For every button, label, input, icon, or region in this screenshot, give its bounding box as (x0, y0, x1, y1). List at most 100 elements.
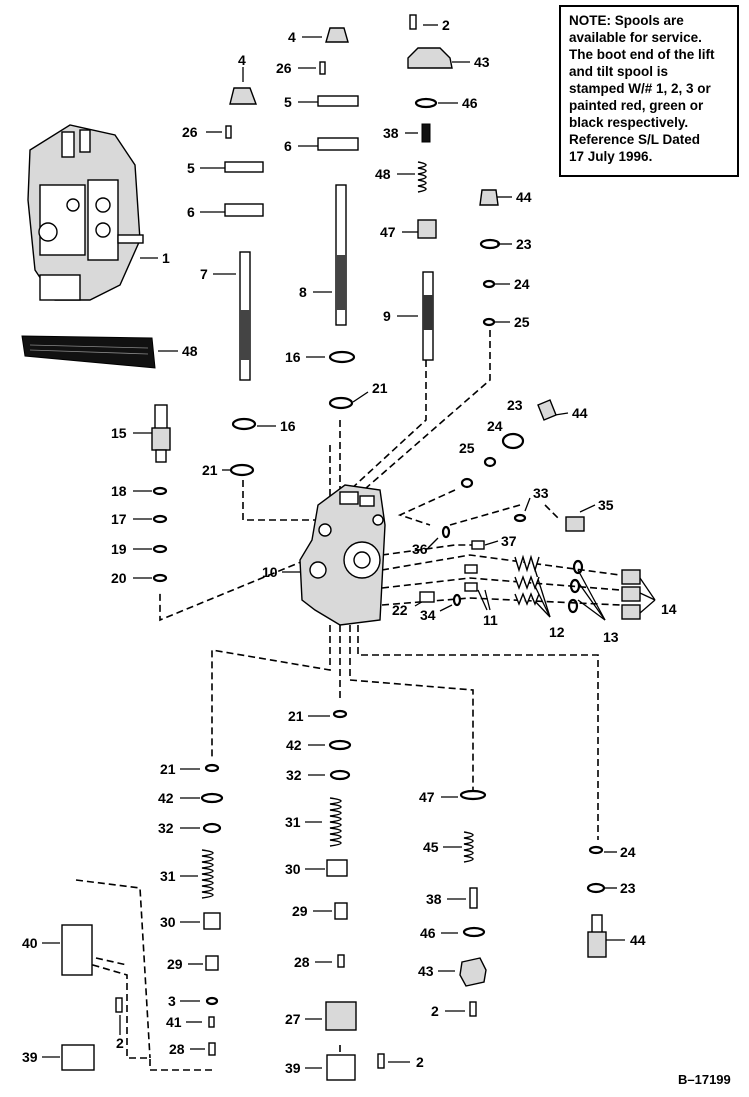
callout-label: 19 (111, 541, 127, 557)
callout-label: 21 (160, 761, 176, 777)
service-note-box: NOTE: Spools are available for service. … (559, 5, 739, 177)
callout-label: 48 (375, 166, 391, 182)
callout-label: 7 (200, 266, 208, 282)
callout-label: 5 (284, 94, 292, 110)
callout-label: 33 (533, 485, 549, 501)
spool-3-stack (407, 14, 453, 361)
callout-label: 31 (285, 814, 301, 830)
callout-label: 25 (459, 440, 475, 456)
callout-label: 28 (294, 954, 310, 970)
note-line: and tilt spool is (569, 64, 669, 79)
callout-label: 29 (292, 903, 308, 919)
callout-label: 26 (182, 124, 198, 140)
note-line: stamped W/# 1, 2, 3 or (569, 81, 711, 96)
callout-label: 6 (284, 138, 292, 154)
callout-label: 38 (383, 125, 399, 141)
note-line: painted red, green or (569, 98, 704, 113)
callout-label: 8 (299, 284, 307, 300)
callout-label: 46 (462, 95, 478, 111)
relief-valve-icon (61, 404, 607, 1081)
callout-label: 31 (160, 868, 176, 884)
spool-icon (239, 184, 347, 381)
callout-label: 10 (262, 564, 278, 580)
callout-label: 6 (187, 204, 195, 220)
note-line: black respectively. (569, 115, 689, 130)
valve-assembly-icon (27, 124, 144, 301)
callout-label: 47 (380, 224, 396, 240)
callout-label: 37 (501, 533, 517, 549)
note-line: NOTE: Spools are (569, 13, 684, 28)
spring-icon (201, 554, 540, 899)
callout-label: 24 (514, 276, 530, 292)
callout-label: 15 (111, 425, 127, 441)
callout-label: 45 (423, 839, 439, 855)
callout-label: 29 (167, 956, 183, 972)
callout-label: 28 (169, 1041, 185, 1057)
callout-label: 26 (276, 60, 292, 76)
callout-label: 4 (238, 52, 246, 68)
callout-leader-lines (42, 24, 656, 1069)
callout-label: 22 (392, 602, 408, 618)
callout-label: 2 (431, 1003, 439, 1019)
callout-label: 4 (288, 29, 296, 45)
callout-label: 2 (116, 1035, 124, 1051)
seal-ring-icon (152, 238, 606, 1006)
callout-label: 36 (412, 541, 428, 557)
callout-label: 14 (661, 601, 677, 617)
callout-label: 23 (620, 880, 636, 896)
figure-id: B–17199 (678, 1072, 731, 1087)
callout-label: 44 (516, 189, 532, 205)
callout-label: 27 (285, 1011, 301, 1027)
gasket-icon (21, 335, 156, 369)
callout-labels: 2 43 46 38 48 47 9 44 23 24 25 4 26 5 6 … (22, 17, 677, 1076)
callout-label: 18 (111, 483, 127, 499)
plug-icon (115, 189, 641, 1069)
callout-label: 2 (416, 1054, 424, 1070)
callout-label: 39 (22, 1049, 38, 1065)
callout-label: 1 (162, 250, 170, 266)
callout-label: 30 (285, 861, 301, 877)
valve-body-icon (299, 484, 386, 626)
callout-label: 5 (187, 160, 195, 176)
callout-label: 11 (483, 612, 498, 628)
callout-label: 23 (507, 397, 523, 413)
callout-label: 39 (285, 1060, 301, 1076)
callout-label: 47 (419, 789, 435, 805)
callout-label: 30 (160, 914, 176, 930)
note-line: 17 July 1996. (569, 149, 653, 164)
callout-label: 40 (22, 935, 38, 951)
callout-label: 43 (418, 963, 434, 979)
callout-label: 9 (383, 308, 391, 324)
callout-label: 32 (286, 767, 302, 783)
callout-label: 48 (182, 343, 198, 359)
callout-label: 12 (549, 624, 565, 640)
note-line: available for service. (569, 30, 702, 45)
callout-label: 35 (598, 497, 614, 513)
callout-label: 21 (288, 708, 304, 724)
callout-label: 34 (420, 607, 436, 623)
callout-label: 44 (630, 932, 646, 948)
note-line: Reference S/L Dated (569, 132, 701, 147)
callout-label: 3 (168, 993, 176, 1009)
callout-label: 38 (426, 891, 442, 907)
callout-label: 16 (280, 418, 296, 434)
callout-label: 16 (285, 349, 301, 365)
callout-label: 24 (487, 418, 503, 434)
callout-label: 23 (516, 236, 532, 252)
callout-label: 20 (111, 570, 127, 586)
callout-label: 21 (372, 380, 388, 396)
callout-label: 2 (442, 17, 450, 33)
callout-label: 41 (166, 1014, 182, 1030)
callout-label: 17 (111, 511, 127, 527)
callout-label: 32 (158, 820, 174, 836)
callout-label: 13 (603, 629, 619, 645)
cap-icon (224, 27, 359, 217)
callout-label: 46 (420, 925, 436, 941)
note-line: The boot end of the lift (569, 47, 715, 62)
callout-label: 21 (202, 462, 218, 478)
callout-label: 43 (474, 54, 490, 70)
callout-label: 24 (620, 844, 636, 860)
callout-label: 44 (572, 405, 588, 421)
callout-label: 42 (286, 737, 302, 753)
